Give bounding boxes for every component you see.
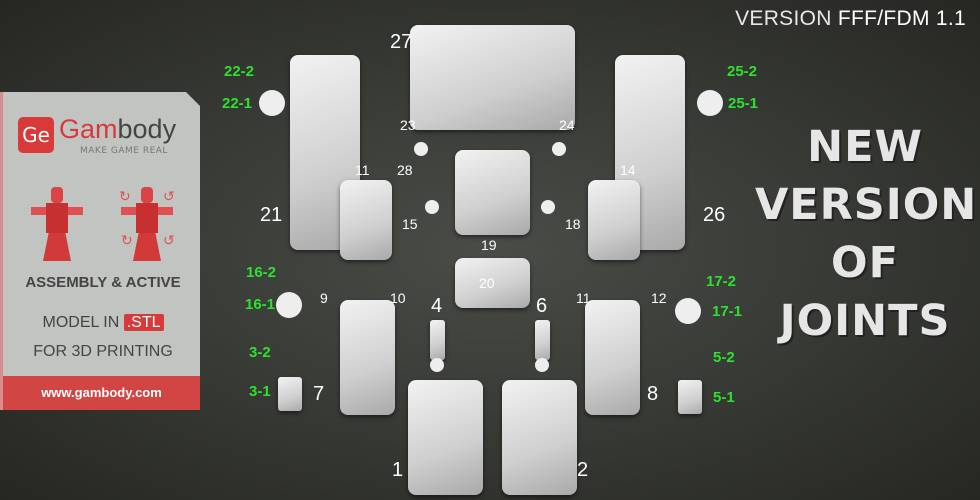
part-label: 7 — [313, 383, 325, 405]
joint-label: 3-1 — [249, 383, 271, 400]
part-label: 4 — [431, 295, 443, 317]
part-label: 27 — [390, 31, 413, 53]
part-8-leg — [585, 300, 640, 415]
part-4-pin — [430, 320, 445, 360]
part-label: 2 — [577, 459, 589, 481]
joint-label: 22-2 — [224, 63, 255, 80]
part-label: 11 — [355, 162, 370, 178]
part-label: 28 — [397, 162, 413, 178]
part-14-shoulder — [588, 180, 640, 260]
joint-ring — [259, 90, 285, 116]
website-link[interactable]: www.gambody.com — [3, 376, 200, 410]
ball-joint — [535, 358, 549, 372]
part-label: 12 — [651, 290, 667, 306]
part-label: 6 — [536, 295, 548, 317]
part-label: 1 — [392, 459, 404, 481]
part-label: 19 — [481, 237, 497, 253]
joint-ring — [675, 298, 701, 324]
part-2-foot — [502, 380, 577, 495]
part-6-pin — [535, 320, 550, 360]
part-7-leg — [340, 300, 395, 415]
joint-ring — [697, 90, 723, 116]
tagline: MAKE GAME REAL — [80, 146, 168, 156]
ball-joint — [552, 142, 566, 156]
part-label: 11 — [576, 290, 591, 306]
part-label: 23 — [400, 117, 416, 133]
joint-label: 3-2 — [249, 344, 271, 361]
part-label: 9 — [320, 290, 328, 306]
part-11-shoulder — [340, 180, 392, 260]
static-figure-icon — [31, 187, 83, 262]
brand-name: Gambody — [59, 114, 177, 144]
part-label: 24 — [559, 117, 575, 133]
joint-label: 16-1 — [245, 296, 276, 313]
part-label: 26 — [703, 204, 726, 226]
part-1-foot — [408, 380, 483, 495]
gambody-logo-icon: Ge — [18, 117, 54, 153]
joint-ring — [276, 292, 302, 318]
ball-joint — [414, 142, 428, 156]
joint-label: 25-1 — [728, 95, 759, 112]
articulated-figure-icon: ↻↺↻↺ — [119, 187, 175, 262]
joint-label: 16-2 — [246, 264, 277, 281]
part-label: 18 — [565, 216, 581, 232]
part-label: 21 — [260, 204, 283, 226]
part-19-hip — [455, 150, 530, 235]
part-20-skirt — [455, 258, 530, 308]
version-label: VERSION FFF/FDM 1.1 — [735, 7, 966, 30]
joint-label: 25-2 — [727, 63, 758, 80]
ball-joint — [430, 358, 444, 372]
ball-joint — [541, 200, 555, 214]
joint-socket — [278, 377, 302, 411]
part-label: 14 — [620, 162, 636, 178]
joint-label: 5-1 — [713, 389, 735, 406]
gambody-panel: Ge Gambody MAKE GAME REAL ↻↺↻↺ ASSEMBLY … — [0, 92, 200, 410]
assembly-text: ASSEMBLY & ACTIVE — [25, 274, 181, 291]
part-label: 15 — [402, 216, 418, 232]
ball-joint — [425, 200, 439, 214]
model-text: MODEL IN .STL — [3, 314, 200, 332]
part-label: 8 — [647, 383, 659, 405]
joint-label: 17-2 — [706, 273, 737, 290]
joint-label: 5-2 — [713, 349, 735, 366]
part-label: 10 — [390, 290, 406, 306]
joint-label: 22-1 — [222, 95, 253, 112]
part-27-torso — [410, 25, 575, 130]
joint-label: 17-1 — [712, 303, 743, 320]
part-label: 20 — [479, 275, 495, 291]
printing-text: FOR 3D PRINTING — [33, 343, 173, 360]
joint-socket — [678, 380, 702, 414]
